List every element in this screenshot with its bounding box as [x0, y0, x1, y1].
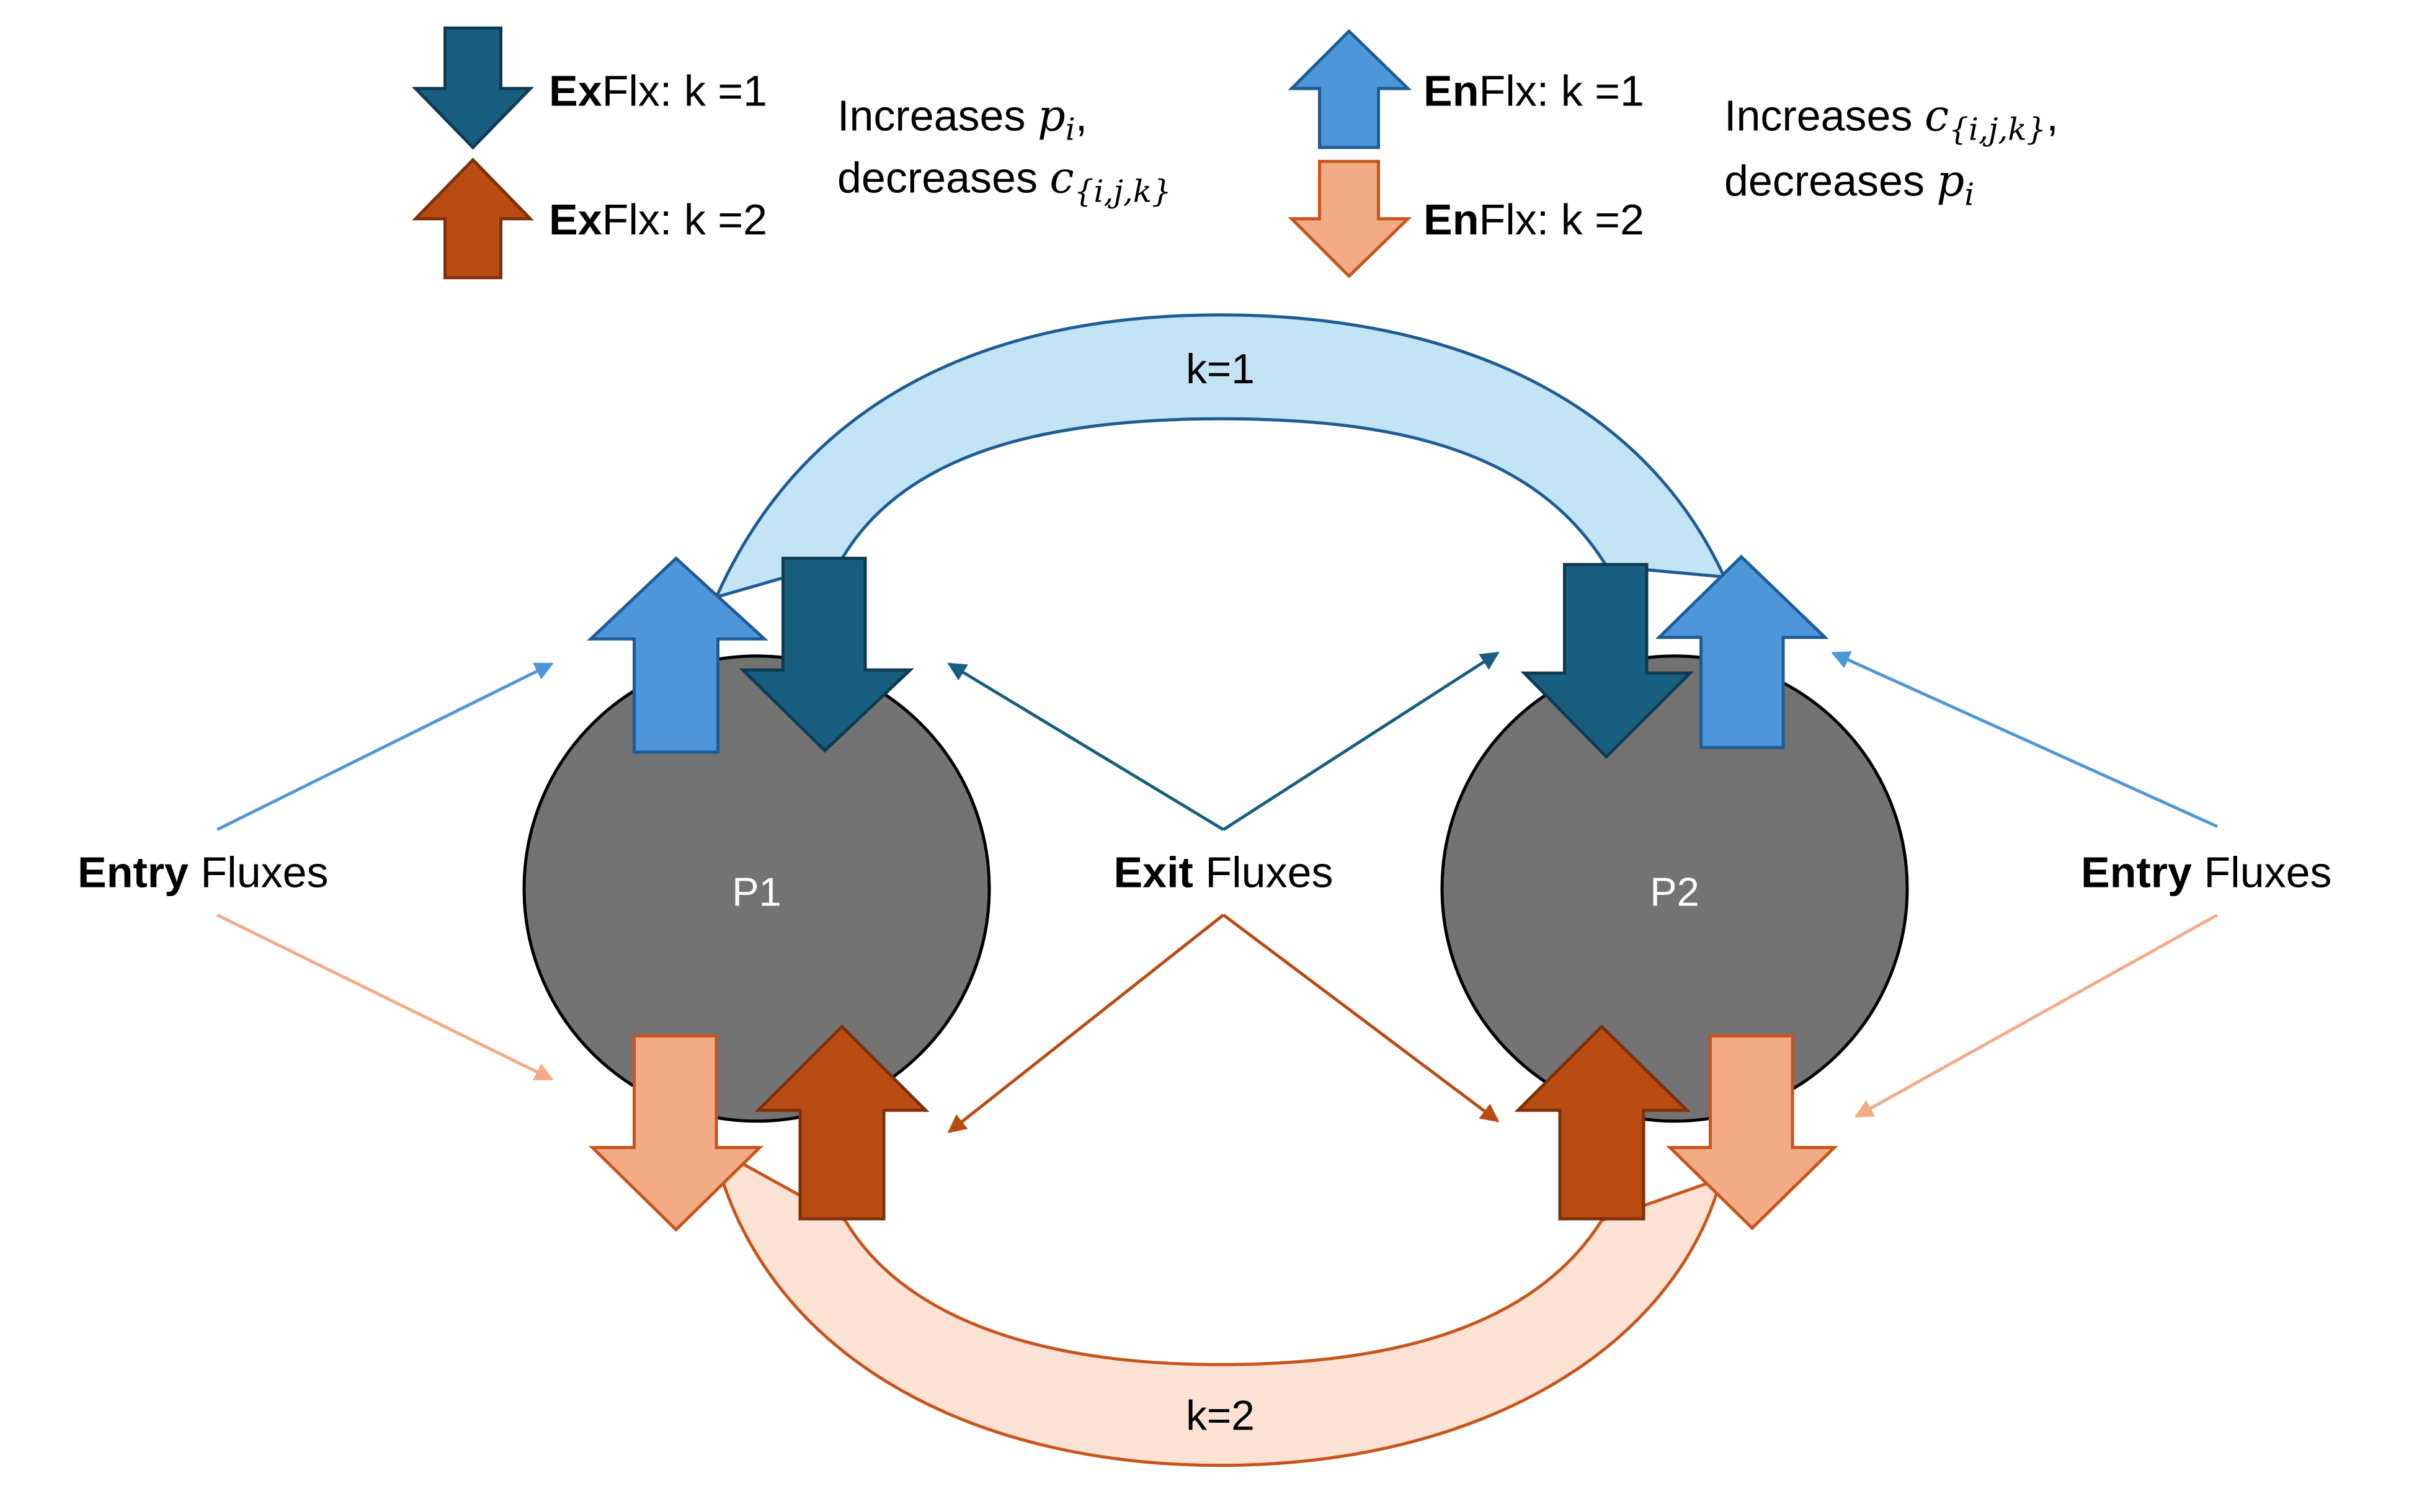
- node-p1: [522, 654, 991, 1123]
- legend: ExFlx: k =1 ExFlx: k =2 Increases pi, de…: [412, 26, 2059, 280]
- node-p2-label: P2: [1650, 869, 1699, 914]
- enflx-k2-legend-icon: [1288, 159, 1412, 278]
- pointer-entry-right-k2: [1854, 914, 2219, 1118]
- entry-fluxes-left-label: Entry Fluxes: [78, 848, 329, 896]
- pointer-exit-p2-k2: [1222, 914, 1500, 1123]
- pointer-entry-left-k2: [216, 914, 554, 1081]
- pointer-exit-p2-k1: [1222, 651, 1500, 831]
- exit-fluxes-label: Exit Fluxes: [1113, 848, 1333, 896]
- exflx-effect-line2: decreases c{i,j,k}: [837, 152, 1172, 209]
- p2-enflx-k2-arrow: [1666, 1034, 1838, 1230]
- p2-exflx-k2-arrow: [1514, 1024, 1691, 1221]
- node-p2: [1440, 654, 1909, 1123]
- pointer-entry-right-k1: [1831, 651, 2219, 829]
- p2-exflx-k1-arrow: [1520, 563, 1694, 759]
- p1-enflx-k2-arrow: [588, 1034, 764, 1232]
- p1-enflx-k1-arrow: [587, 556, 768, 754]
- entry-fluxes-right-label: Entry Fluxes: [2081, 848, 2332, 896]
- enflx-k2-legend-label: EnFlx: k =2: [1423, 195, 1644, 244]
- pointer-exit-p1-k1: [947, 662, 1224, 831]
- enflx-effect-line1: Increases c{i,j,k},: [1724, 90, 2059, 147]
- enflx-k1-legend-label: EnFlx: k =1: [1423, 66, 1644, 115]
- pointer-exit-p1-k2: [947, 914, 1225, 1134]
- enflx-effect-line2: decreases pi: [1724, 155, 1974, 212]
- enflx-k1-legend-icon: [1288, 29, 1412, 149]
- exflx-k2-legend-label: ExFlx: k =2: [549, 195, 767, 244]
- p2-enflx-k1-arrow: [1655, 554, 1829, 749]
- node-p1-label: P1: [732, 869, 781, 914]
- band-k2-label: k=2: [1186, 1392, 1255, 1439]
- band-k1-label: k=1: [1186, 346, 1255, 393]
- exflx-effect-line1: Increases pi,: [837, 90, 1087, 147]
- p1-exflx-k1-arrow: [739, 556, 914, 753]
- band-k1: [713, 313, 1727, 600]
- exflx-k1-legend-label: ExFlx: k =1: [549, 66, 767, 115]
- band-k2: [711, 1144, 1724, 1467]
- pointer-entry-left-k1: [216, 662, 554, 831]
- exflx-k1-legend-icon: [412, 26, 534, 150]
- p1-exflx-k2-arrow: [754, 1024, 930, 1221]
- exflx-k2-legend-icon: [412, 158, 534, 280]
